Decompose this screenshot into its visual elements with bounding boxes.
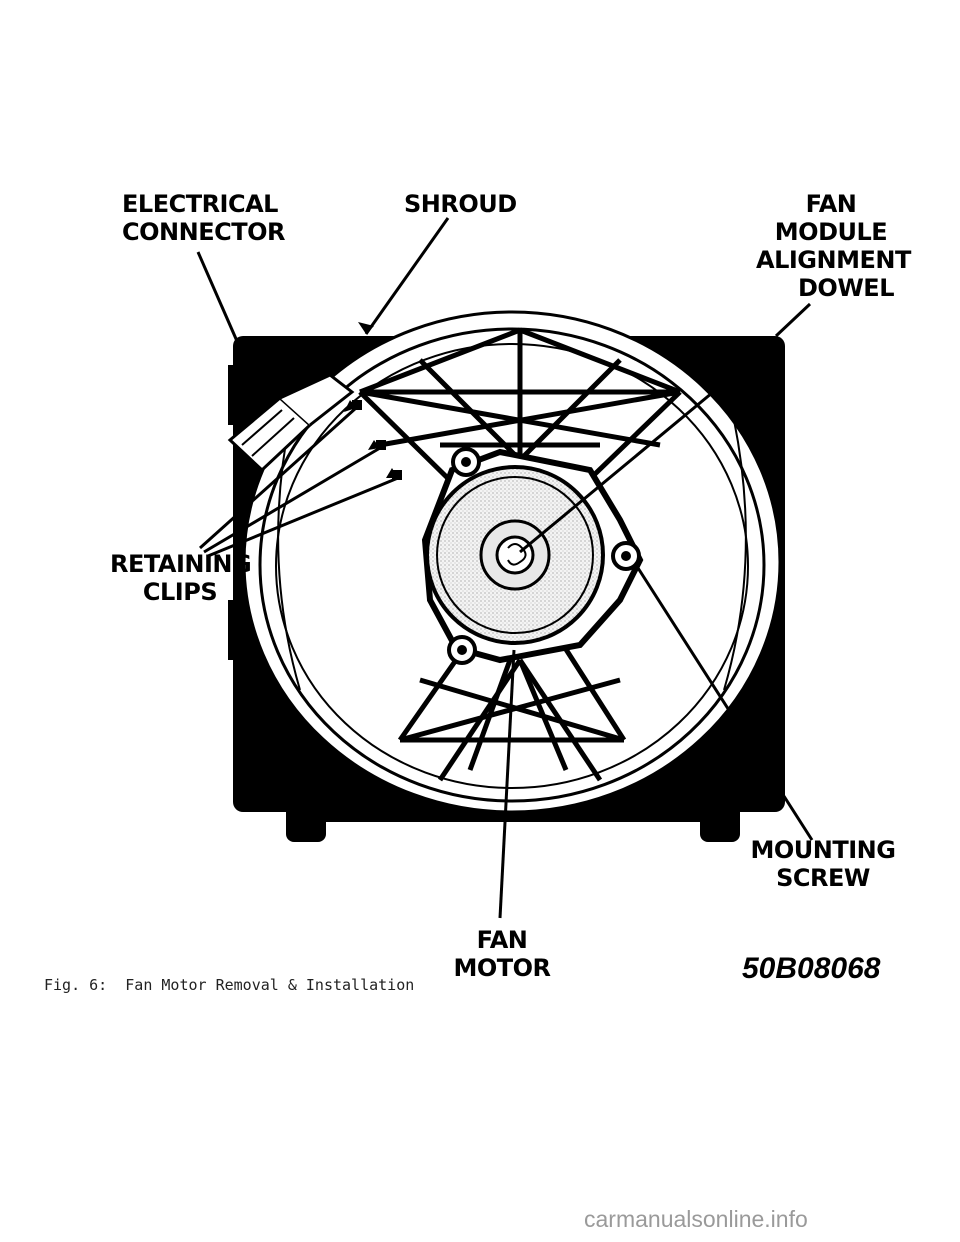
leader-clip-2 xyxy=(203,446,381,554)
label-dowel-line2: MODULE xyxy=(774,218,888,246)
label-mounting-screw: MOUNTING SCREW xyxy=(748,836,898,892)
label-shroud-line1: SHROUD xyxy=(404,190,517,218)
label-fan-module-alignment-dowel: FAN MODULE ALIGNMENT DOWEL xyxy=(756,190,911,302)
leader-clip-1 xyxy=(198,406,358,550)
leader-fan-motor xyxy=(498,649,516,919)
label-dowel-line4: DOWEL xyxy=(798,274,894,302)
label-dowel-line1: FAN xyxy=(805,190,857,218)
label-electrical-connector-line2: CONNECTOR xyxy=(122,218,285,246)
fan-motor-housing xyxy=(421,447,644,665)
label-fan-motor-line1: FAN xyxy=(476,926,528,954)
leader-mounting-screw xyxy=(636,567,814,841)
watermark: carmanualsonline.info xyxy=(584,1206,808,1232)
leader-lines xyxy=(196,217,814,919)
leader-clip-3 xyxy=(207,476,399,558)
label-electrical-connector: ELECTRICAL CONNECTOR xyxy=(122,190,285,246)
label-retaining-clips: RETAINING CLIPS xyxy=(110,550,252,606)
label-dowel-line3: ALIGNMENT xyxy=(756,246,911,274)
figure-caption: Fig. 6: Fan Motor Removal & Installation xyxy=(44,976,415,994)
leader-electrical-connector xyxy=(196,251,242,349)
motor-mount-struts xyxy=(358,327,682,782)
leader-fan-motor-center xyxy=(519,386,719,554)
label-shroud: SHROUD xyxy=(404,190,517,218)
label-mounting-screw-line1: MOUNTING xyxy=(750,836,896,864)
shroud-foot-left xyxy=(286,780,326,842)
label-electrical-connector-line1: ELECTRICAL xyxy=(122,190,278,218)
label-mounting-screw-line2: SCREW xyxy=(776,864,870,892)
figure-code: 50B08068 xyxy=(742,952,881,985)
label-fan-motor: FAN MOTOR xyxy=(452,926,552,982)
leader-arrowheads xyxy=(344,322,398,478)
label-retaining-clips-line1: RETAINING xyxy=(110,550,252,578)
label-fan-motor-line2: MOTOR xyxy=(453,954,551,982)
leader-alignment-dowel xyxy=(774,302,812,338)
label-retaining-clips-line2: CLIPS xyxy=(142,578,218,606)
electrical-connector-body xyxy=(227,373,355,473)
leader-shroud xyxy=(364,217,450,335)
retaining-clip-marks xyxy=(352,400,402,480)
